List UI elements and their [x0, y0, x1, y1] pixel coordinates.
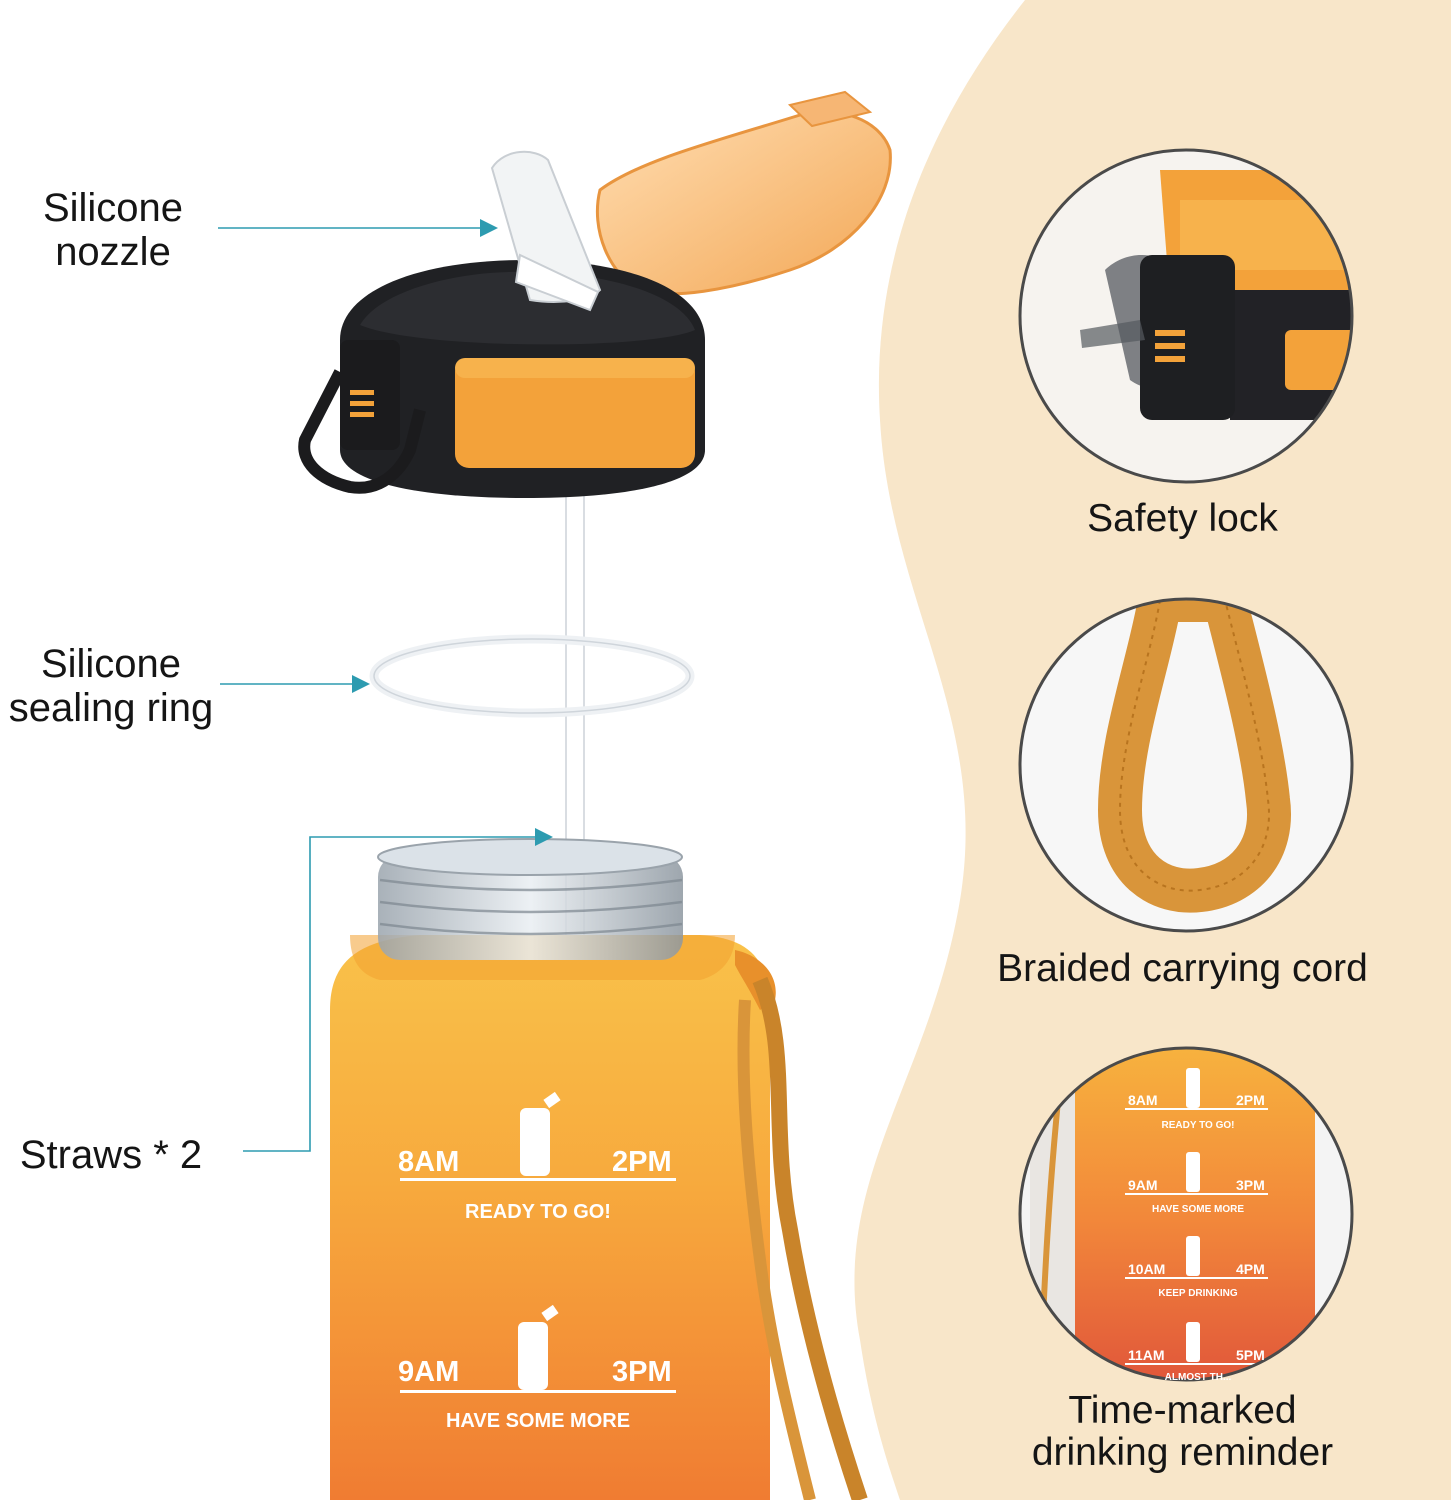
bottle-marking-1-text: READY TO GO! — [465, 1201, 611, 1223]
bottle-marking-2-right: 3PM — [612, 1356, 672, 1388]
bottle-marking-1-right: 2PM — [612, 1146, 672, 1178]
label-sealing-ring-line2: sealing ring — [8, 686, 214, 730]
detail-circle-safety-lock — [1018, 148, 1354, 484]
zoom-marking-2-text: HAVE SOME MORE — [1151, 1204, 1245, 1215]
zoom-marking-3-left: 10AM — [1128, 1261, 1166, 1277]
label-sealing-ring-line1: Silicone — [40, 642, 182, 686]
bottle-marking-2-left: 9AM — [398, 1356, 460, 1388]
callout-safety-lock: Safety lock — [1087, 497, 1278, 540]
bottle-marking-2 — [400, 1304, 676, 1393]
bottle-marking-1-left: 8AM — [398, 1146, 460, 1178]
callout-reminder-line1: Time-marked — [1068, 1389, 1297, 1432]
callout-carrying-cord: Braided carrying cord — [997, 947, 1368, 990]
callout-lines — [218, 219, 553, 1152]
lid-handle — [298, 369, 426, 494]
zoom-marking-3-text: KEEP DRINKING — [1158, 1288, 1238, 1299]
bottle-marking-2-text: HAVE SOME MORE — [445, 1410, 631, 1432]
callout-reminder-line2: drinking reminder — [1031, 1431, 1334, 1474]
label-sealing-ring: Silicone sealing ring — [0, 642, 222, 730]
detail-circle-time-marks — [1018, 1046, 1354, 1382]
silicone-nozzle — [490, 150, 602, 303]
bottle-marking-1 — [400, 1091, 676, 1181]
zoom-marking-2-left: 9AM — [1128, 1177, 1158, 1193]
bottle-neck — [378, 855, 683, 960]
detail-circle-cord — [1018, 597, 1354, 933]
zoom-marking-2-right: 3PM — [1236, 1177, 1265, 1193]
lid-orange-band — [455, 358, 695, 468]
lid — [298, 90, 892, 498]
zoom-marking-4-right: 5PM — [1236, 1347, 1265, 1363]
carry-cord — [752, 976, 868, 1500]
zoom-marking-4-left: 11AM — [1128, 1347, 1165, 1363]
flip-cap — [595, 110, 892, 296]
bottle-body — [330, 935, 770, 1500]
label-silicone-nozzle: Silicone nozzle — [20, 186, 206, 274]
zoom-marking-1-text: READY TO GO! — [1161, 1120, 1235, 1131]
callout-reminder: Time-marked drinking reminder — [990, 1390, 1375, 1474]
label-silicone-nozzle-line1: Silicone — [42, 186, 184, 230]
zoom-marking-1-right: 2PM — [1236, 1092, 1265, 1108]
bottle — [330, 838, 868, 1500]
label-silicone-nozzle-line2: nozzle — [55, 230, 171, 274]
zoom-marking-3-right: 4PM — [1236, 1261, 1265, 1277]
zoom-marking-1-left: 8AM — [1128, 1092, 1158, 1108]
label-straws: Straws * 2 — [19, 1133, 203, 1177]
zoom-marking-4-text: ALMOST TH... — [1164, 1372, 1232, 1383]
